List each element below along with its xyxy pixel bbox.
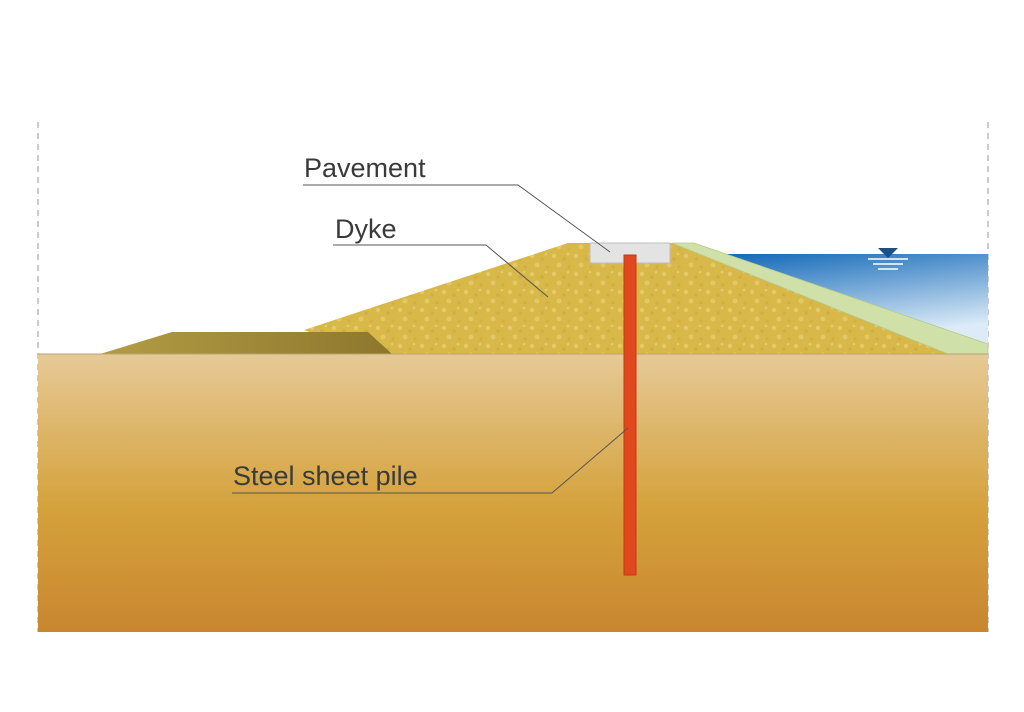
sheet-pile-leader-line <box>232 427 629 494</box>
sheet-pile-label: Steel sheet pile <box>233 461 418 491</box>
pavement-label: Pavement <box>304 153 426 183</box>
dyke-leader-line <box>333 244 549 298</box>
revetment-layer <box>671 242 989 355</box>
steel-sheet-pile <box>623 254 637 576</box>
berm <box>100 332 392 354</box>
pavement-leader-line <box>303 184 611 253</box>
water-level-icon <box>868 248 908 270</box>
dyke-label: Dyke <box>335 214 397 244</box>
